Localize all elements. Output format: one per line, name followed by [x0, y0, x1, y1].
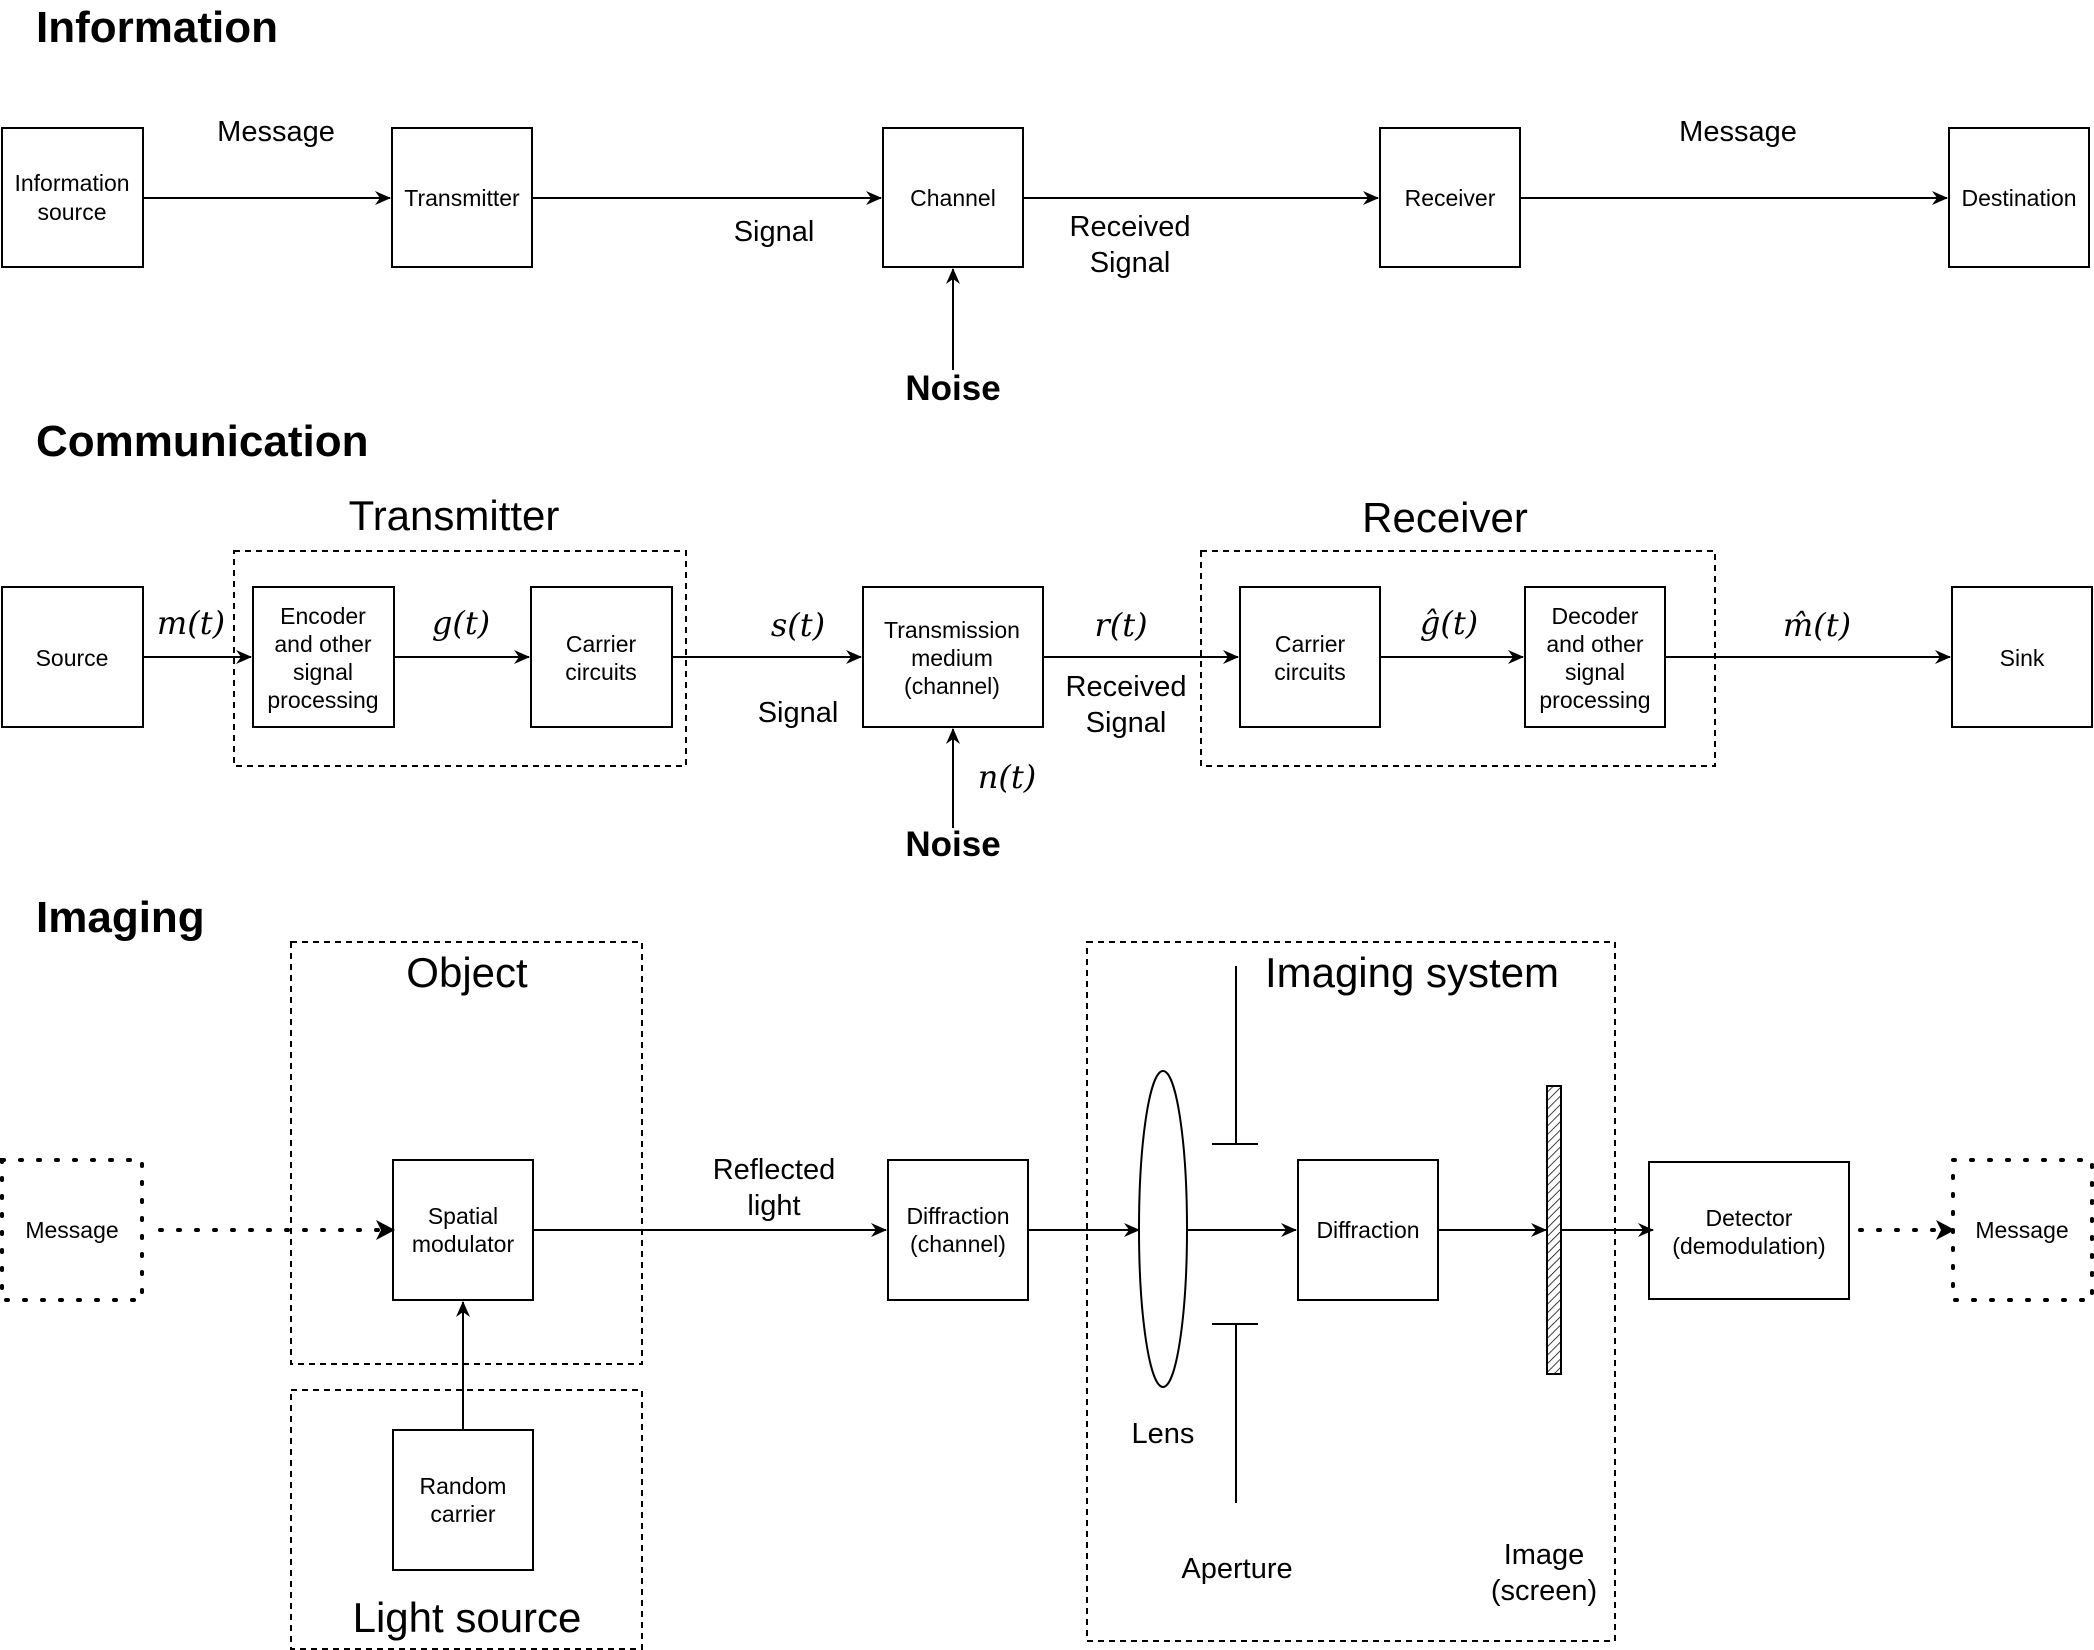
image-screen-label-2: (screen): [1491, 1575, 1597, 1607]
lens-label: Lens: [1132, 1418, 1195, 1450]
receiver-label: Receiver: [1405, 185, 1496, 211]
object-group-border: [290, 941, 643, 1365]
carrier-tx-box: [530, 586, 673, 728]
transmitter-group-label: Transmitter: [349, 492, 560, 539]
communication-section: Communication Transmitter Receiver Sourc…: [1, 417, 2093, 864]
light-source-group-border: [290, 1389, 643, 1650]
image-screen-icon: [1546, 1085, 1562, 1375]
random-carrier-label-2: carrier: [430, 1501, 496, 1527]
spatial-modulator-label-2: modulator: [412, 1231, 515, 1257]
spatial-modulator-box: [392, 1159, 534, 1301]
detector-label-1: Detector: [1706, 1205, 1793, 1231]
decoder-label-4: processing: [1539, 687, 1650, 713]
imaging-section: Imaging Object Light source Imaging syst…: [0, 893, 2094, 1650]
signal-label: Signal: [758, 697, 839, 729]
sink-label: Sink: [2000, 645, 2045, 671]
medium-label-1: Transmission: [884, 617, 1020, 643]
imaging-title: Imaging: [36, 893, 205, 942]
light-source-group-label: Light source: [353, 1594, 582, 1641]
aperture-label: Aperture: [1181, 1553, 1292, 1585]
n-t-label: n(t): [978, 758, 1036, 796]
carrier-rx-box: [1239, 586, 1381, 728]
channel-label: Channel: [910, 185, 996, 211]
destination-label: Destination: [1961, 185, 2076, 211]
imaging-system-group-label: Imaging system: [1265, 949, 1559, 996]
dotted-arrow-head-right: [1936, 1220, 1955, 1240]
information-source-box: [1, 127, 144, 268]
noise-label: Noise: [905, 825, 1000, 864]
transmitter-box: [391, 127, 533, 268]
carrier-rx-label-1: Carrier: [1275, 631, 1346, 657]
received-signal-label-1: Received: [1066, 671, 1187, 703]
information-section: Information Information source Transmitt…: [1, 3, 2090, 408]
encoder-label-4: processing: [267, 687, 378, 713]
m-t-label: m(t): [157, 604, 225, 642]
m-hat-t-label: m̂(t): [1783, 606, 1851, 644]
image-screen-label-1: Image: [1504, 1539, 1585, 1571]
receiver-group-border: [1200, 550, 1716, 767]
sink-box: [1951, 586, 2093, 728]
received-signal-label-1: Received: [1070, 211, 1191, 243]
medium-label-3: (channel): [904, 673, 1000, 699]
imaging-system-group-border: [1086, 941, 1616, 1642]
random-carrier-box: [392, 1429, 534, 1571]
noise-label: Noise: [905, 369, 1000, 408]
transmitter-group-border: [233, 550, 687, 767]
information-source-label-2: source: [37, 199, 106, 225]
message-left-label: Message: [25, 1217, 118, 1243]
encoder-label-1: Encoder: [280, 603, 366, 629]
source-label: Source: [36, 645, 109, 671]
lens-icon: [1138, 1070, 1188, 1388]
g-t-label: g(t): [432, 604, 490, 642]
receiver-group-label: Receiver: [1362, 494, 1528, 541]
carrier-rx-label-2: circuits: [1274, 659, 1346, 685]
encoder-label-2: and other: [274, 631, 372, 657]
destination-box: [1948, 127, 2090, 268]
decoder-label-1: Decoder: [1552, 603, 1639, 629]
communication-title: Communication: [36, 417, 368, 466]
diffraction-label: Diffraction: [1316, 1217, 1419, 1243]
random-carrier-label-1: Random: [420, 1473, 507, 1499]
received-signal-label-2: Signal: [1090, 247, 1171, 279]
source-box: [1, 586, 144, 728]
s-t-label: s(t): [771, 606, 825, 644]
decoder-label-2: and other: [1546, 631, 1644, 657]
reflected-light-label-2: light: [747, 1190, 800, 1222]
decoder-box: [1524, 586, 1666, 728]
message-right-label: Message: [1975, 1217, 2068, 1243]
encoder-label-3: signal: [293, 659, 353, 685]
message-label-left: Message: [217, 116, 335, 148]
detector-box: [1648, 1161, 1850, 1300]
message-label-right: Message: [1679, 116, 1797, 148]
object-group-label: Object: [406, 949, 528, 996]
diffraction-channel-label-2: (channel): [910, 1231, 1006, 1257]
diffraction-box: [1297, 1159, 1439, 1301]
signal-label: Signal: [734, 216, 815, 248]
reflected-light-label-1: Reflected: [713, 1154, 836, 1186]
transmitter-label: Transmitter: [404, 185, 520, 211]
encoder-box: [252, 586, 395, 728]
spatial-modulator-label-1: Spatial: [428, 1203, 498, 1229]
medium-box: [862, 586, 1044, 728]
dotted-arrow-head-left: [376, 1220, 395, 1240]
detector-label-2: (demodulation): [1672, 1233, 1825, 1259]
g-hat-t-label: ĝ(t): [1420, 604, 1478, 642]
channel-box: [882, 127, 1024, 268]
receiver-box: [1379, 127, 1521, 268]
information-title: Information: [36, 3, 278, 52]
carrier-tx-label-1: Carrier: [566, 631, 637, 657]
r-t-label: r(t): [1094, 606, 1147, 644]
diffraction-channel-label-1: Diffraction: [906, 1203, 1009, 1229]
message-left-box: [0, 1158, 144, 1302]
medium-label-2: medium: [911, 645, 993, 671]
information-source-label-1: Information: [14, 170, 129, 196]
diffraction-channel-box: [887, 1159, 1029, 1301]
received-signal-label-2: Signal: [1086, 707, 1167, 739]
decoder-label-3: signal: [1565, 659, 1625, 685]
carrier-tx-label-2: circuits: [565, 659, 637, 685]
